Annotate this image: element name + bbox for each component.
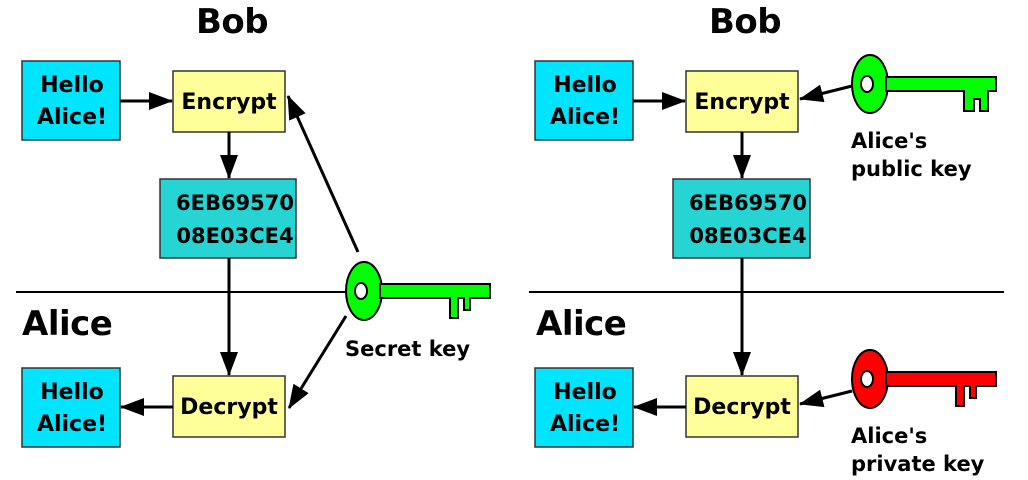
right-plaintext-in-line2: Alice! bbox=[550, 105, 620, 130]
left-plaintext-out-box: Hello Alice! bbox=[21, 367, 121, 448]
right-arrow-private-key-to-decrypt bbox=[799, 389, 853, 408]
secret-key-icon bbox=[345, 261, 491, 321]
left-ciphertext-line1: 6EB69570 bbox=[176, 191, 294, 215]
left-top-party-label: Bob bbox=[196, 2, 268, 42]
right-encrypt-label: Encrypt bbox=[694, 90, 790, 115]
left-decrypt-label: Decrypt bbox=[180, 395, 278, 420]
left-bottom-party-label: Alice bbox=[22, 304, 112, 344]
public-key-label-line2: public key bbox=[851, 157, 972, 181]
left-ciphertext-box: 6EB69570 08E03CE4 bbox=[159, 178, 297, 259]
right-ciphertext-line2: 08E03CE4 bbox=[689, 224, 806, 248]
right-plaintext-in-box: Hello Alice! bbox=[534, 60, 634, 141]
right-decrypt-box: Decrypt bbox=[685, 375, 799, 438]
private-key-label-line2: private key bbox=[851, 452, 985, 476]
left-encrypt-box: Encrypt bbox=[172, 70, 286, 133]
right-plaintext-out-box: Hello Alice! bbox=[534, 367, 634, 448]
right-arrow-public-key-to-encrypt bbox=[799, 84, 853, 103]
right-ciphertext-line1: 6EB69570 bbox=[689, 191, 807, 215]
left-plaintext-in-line1: Hello bbox=[40, 73, 104, 98]
left-arrow-key-to-encrypt bbox=[286, 95, 360, 253]
public-key-icon bbox=[851, 54, 997, 114]
right-encrypt-box: Encrypt bbox=[685, 70, 799, 133]
left-plaintext-in-box: Hello Alice! bbox=[21, 60, 121, 141]
left-panel: Bob Alice Hello Alice! Encrypt 6EB69570 … bbox=[16, 2, 491, 448]
left-ciphertext-line2: 08E03CE4 bbox=[176, 224, 293, 248]
secret-key-label: Secret key bbox=[345, 337, 470, 361]
left-plaintext-in-line2: Alice! bbox=[37, 105, 107, 130]
right-plaintext-out-line1: Hello bbox=[553, 380, 617, 405]
right-decrypt-label: Decrypt bbox=[693, 395, 791, 420]
private-key-label-line1: Alice's bbox=[851, 424, 927, 448]
left-plaintext-out-line1: Hello bbox=[40, 380, 104, 405]
left-encrypt-label: Encrypt bbox=[181, 90, 277, 115]
private-key-icon bbox=[851, 349, 997, 409]
right-panel: Bob Alice Hello Alice! Encrypt 6EB69570 … bbox=[529, 2, 1004, 476]
public-key-label-line1: Alice's bbox=[851, 129, 927, 153]
right-top-party-label: Bob bbox=[709, 2, 781, 42]
right-plaintext-out-line2: Alice! bbox=[550, 412, 620, 437]
right-ciphertext-box: 6EB69570 08E03CE4 bbox=[672, 178, 811, 259]
right-plaintext-in-line1: Hello bbox=[553, 73, 617, 98]
left-decrypt-box: Decrypt bbox=[172, 375, 286, 438]
left-arrow-key-to-decrypt bbox=[287, 315, 348, 409]
left-plaintext-out-line2: Alice! bbox=[37, 412, 107, 437]
right-bottom-party-label: Alice bbox=[536, 304, 626, 344]
